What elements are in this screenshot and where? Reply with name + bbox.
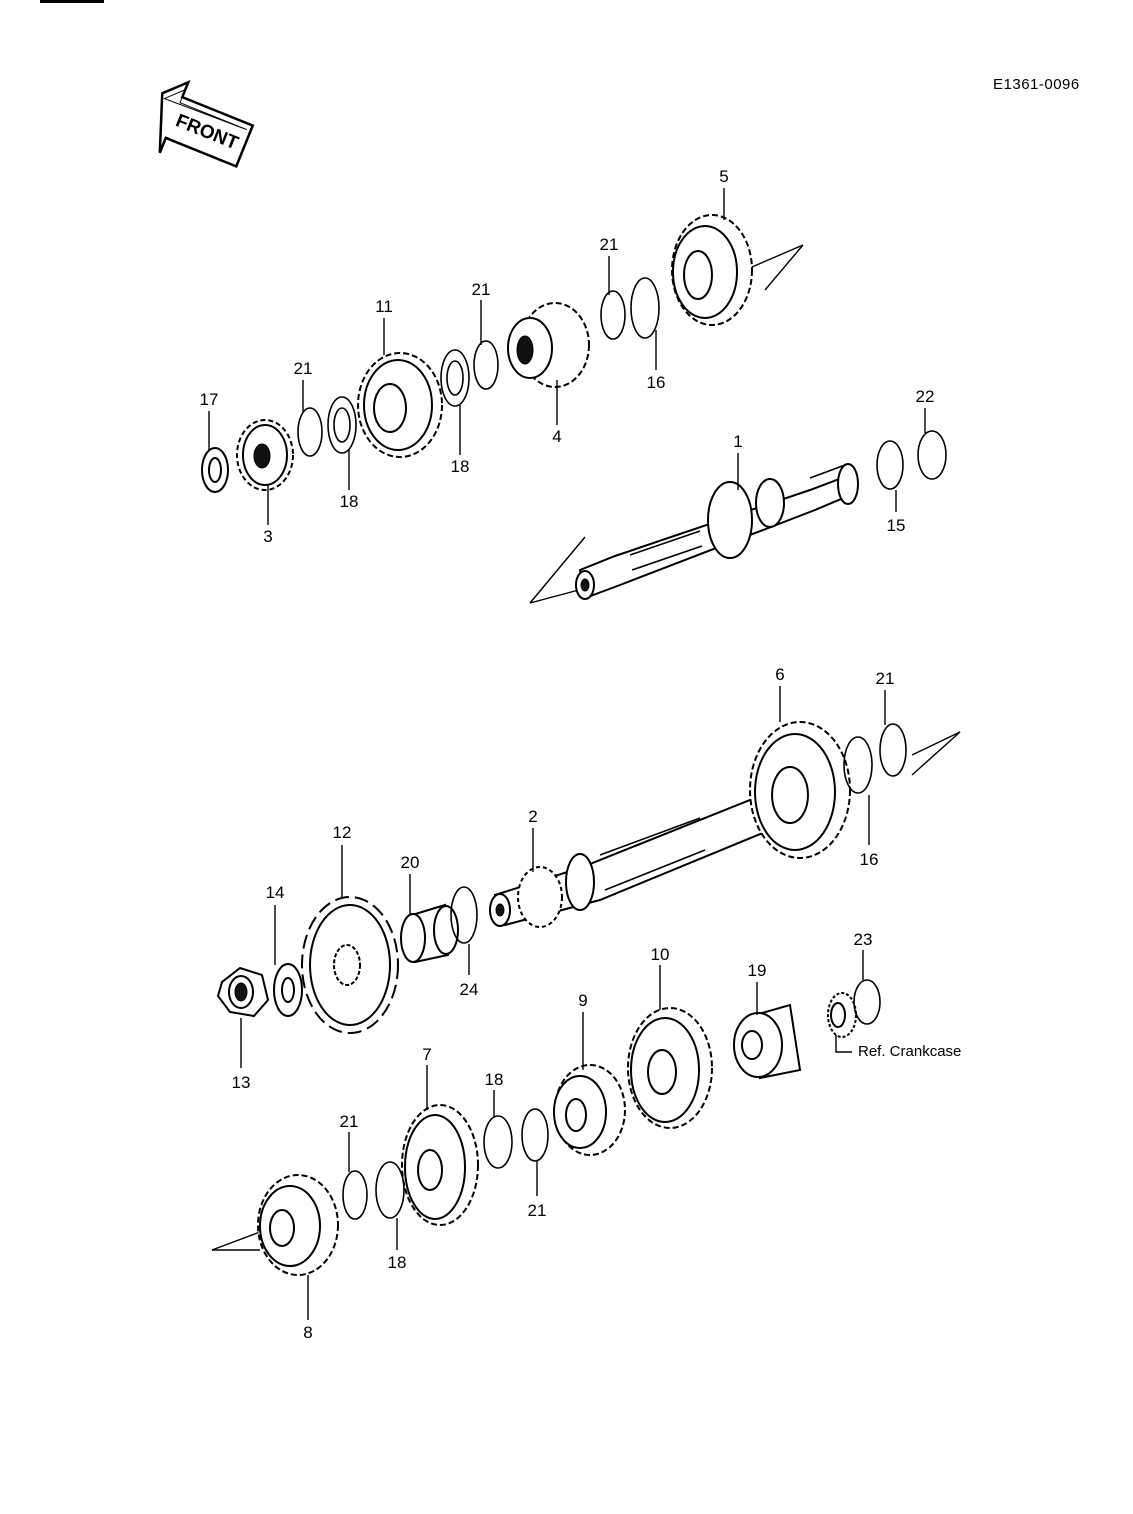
callout-23: 23: [854, 930, 873, 949]
gear-10: [627, 1007, 713, 1129]
callout-9: 9: [578, 991, 587, 1010]
gear-7: [401, 1104, 479, 1226]
axis-arrow-upper-right: [744, 244, 804, 291]
washer-16-b: [843, 736, 873, 794]
callout-8: 8: [303, 1323, 312, 1342]
callout-11: 11: [375, 297, 393, 316]
circlip-23: [853, 979, 881, 1025]
callout-13: 13: [232, 1073, 251, 1092]
circlip-21-f: [342, 1170, 368, 1220]
callout-14: 14: [266, 883, 285, 902]
diagram-code: E1361-0096: [993, 76, 1080, 93]
callout-15: 15: [887, 516, 906, 535]
ref-crankcase-note: Ref. Crankcase: [858, 1043, 961, 1060]
circlip-21-a: [297, 407, 323, 457]
callout-5: 5: [719, 167, 728, 186]
callout-20: 20: [401, 853, 420, 872]
callout-19: 19: [748, 961, 767, 980]
needle-bearing: [827, 992, 857, 1038]
callout-18-a: 18: [340, 492, 359, 511]
collar-20: [400, 903, 459, 964]
callout-22: 22: [916, 387, 935, 406]
callout-21-a: 21: [294, 359, 313, 378]
washer-18-c: [483, 1115, 513, 1169]
lock-washer-14: [273, 963, 303, 1017]
washer-18-d: [375, 1161, 405, 1219]
washer-17: [201, 447, 229, 493]
gear-11: [357, 352, 443, 458]
callout-3: 3: [263, 527, 272, 546]
gear-4: [507, 302, 590, 388]
o-ring-24: [450, 886, 478, 944]
callout-10: 10: [651, 945, 670, 964]
callout-18-b: 18: [451, 457, 470, 476]
callout-4: 4: [552, 427, 561, 446]
callout-6: 6: [775, 665, 784, 684]
bearing-19: [733, 1003, 802, 1080]
gear-9: [553, 1064, 626, 1156]
washer-15: [876, 440, 904, 490]
circlip-21-c: [600, 290, 626, 340]
callout-16-upper: 16: [647, 373, 666, 392]
washer-18-b: [440, 349, 470, 407]
drive-shaft-1: [575, 463, 859, 600]
axis-arrow-lower-right: [911, 731, 961, 776]
circlip-21-b: [473, 340, 499, 390]
gear-3: [236, 419, 294, 491]
nut-13: [216, 966, 270, 1018]
callout-21-c: 21: [600, 235, 619, 254]
sprocket-12: [301, 896, 399, 1034]
circlip-21-e: [521, 1108, 549, 1162]
washer-16-a: [630, 277, 660, 339]
gear-8: [257, 1174, 339, 1276]
callout-7: 7: [422, 1045, 431, 1064]
axis-arrow-lower-left: [211, 1231, 261, 1251]
callout-17: 17: [200, 390, 219, 409]
leader-lines: [208, 188, 926, 1320]
callout-18-c: 18: [485, 1070, 504, 1089]
circlip-21-d: [879, 723, 907, 777]
callout-21-b: 21: [472, 280, 491, 299]
callout-2: 2: [528, 807, 537, 826]
washer-18-a: [327, 396, 357, 454]
front-arrow-icon: FRONT: [158, 79, 255, 169]
circlip-22: [917, 430, 947, 480]
callout-12: 12: [333, 823, 352, 842]
callout-21-e: 21: [528, 1201, 547, 1220]
callout-21-d: 21: [876, 669, 895, 688]
top-edge-mark: [40, 0, 104, 3]
callout-24: 24: [460, 980, 479, 999]
callout-labels: 1 2 3 4 5 6 7 8 9 10 11 12 13 14 15 16 1…: [200, 167, 962, 1342]
gear-5: [671, 214, 753, 326]
callout-21-f: 21: [340, 1112, 359, 1131]
callout-16-lower: 16: [860, 850, 879, 869]
gear-6: [749, 721, 851, 859]
callout-18-d: 18: [388, 1253, 407, 1272]
callout-1: 1: [733, 432, 742, 451]
